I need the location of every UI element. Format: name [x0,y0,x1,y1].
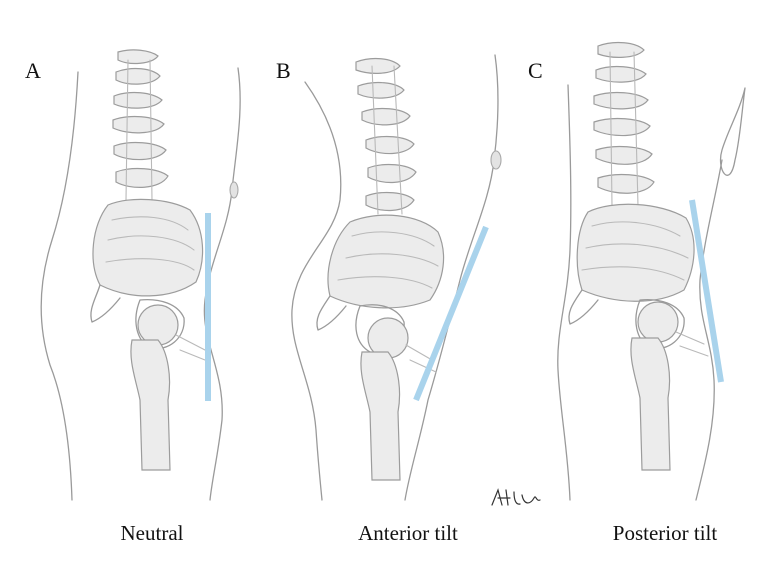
panel-letter-b: B [276,58,291,83]
artist-signature [491,488,541,506]
panel-anterior-tilt-drawing [291,54,502,501]
caption-anterior-tilt: Anterior tilt [358,521,458,545]
panel-neutral-drawing [40,49,241,501]
caption-neutral: Neutral [120,521,184,545]
spine-posterior [593,41,655,207]
panel-letter-c: C [528,58,543,83]
pelvic-line-posterior [689,199,724,383]
spine-neutral [112,49,169,201]
caption-posterior-tilt: Posterior tilt [612,521,718,545]
panel-posterior-tilt-drawing [557,41,746,501]
pelvic-line-anterior [413,225,489,402]
panel-letter-a: A [25,58,41,83]
spine-anterior [355,57,417,215]
